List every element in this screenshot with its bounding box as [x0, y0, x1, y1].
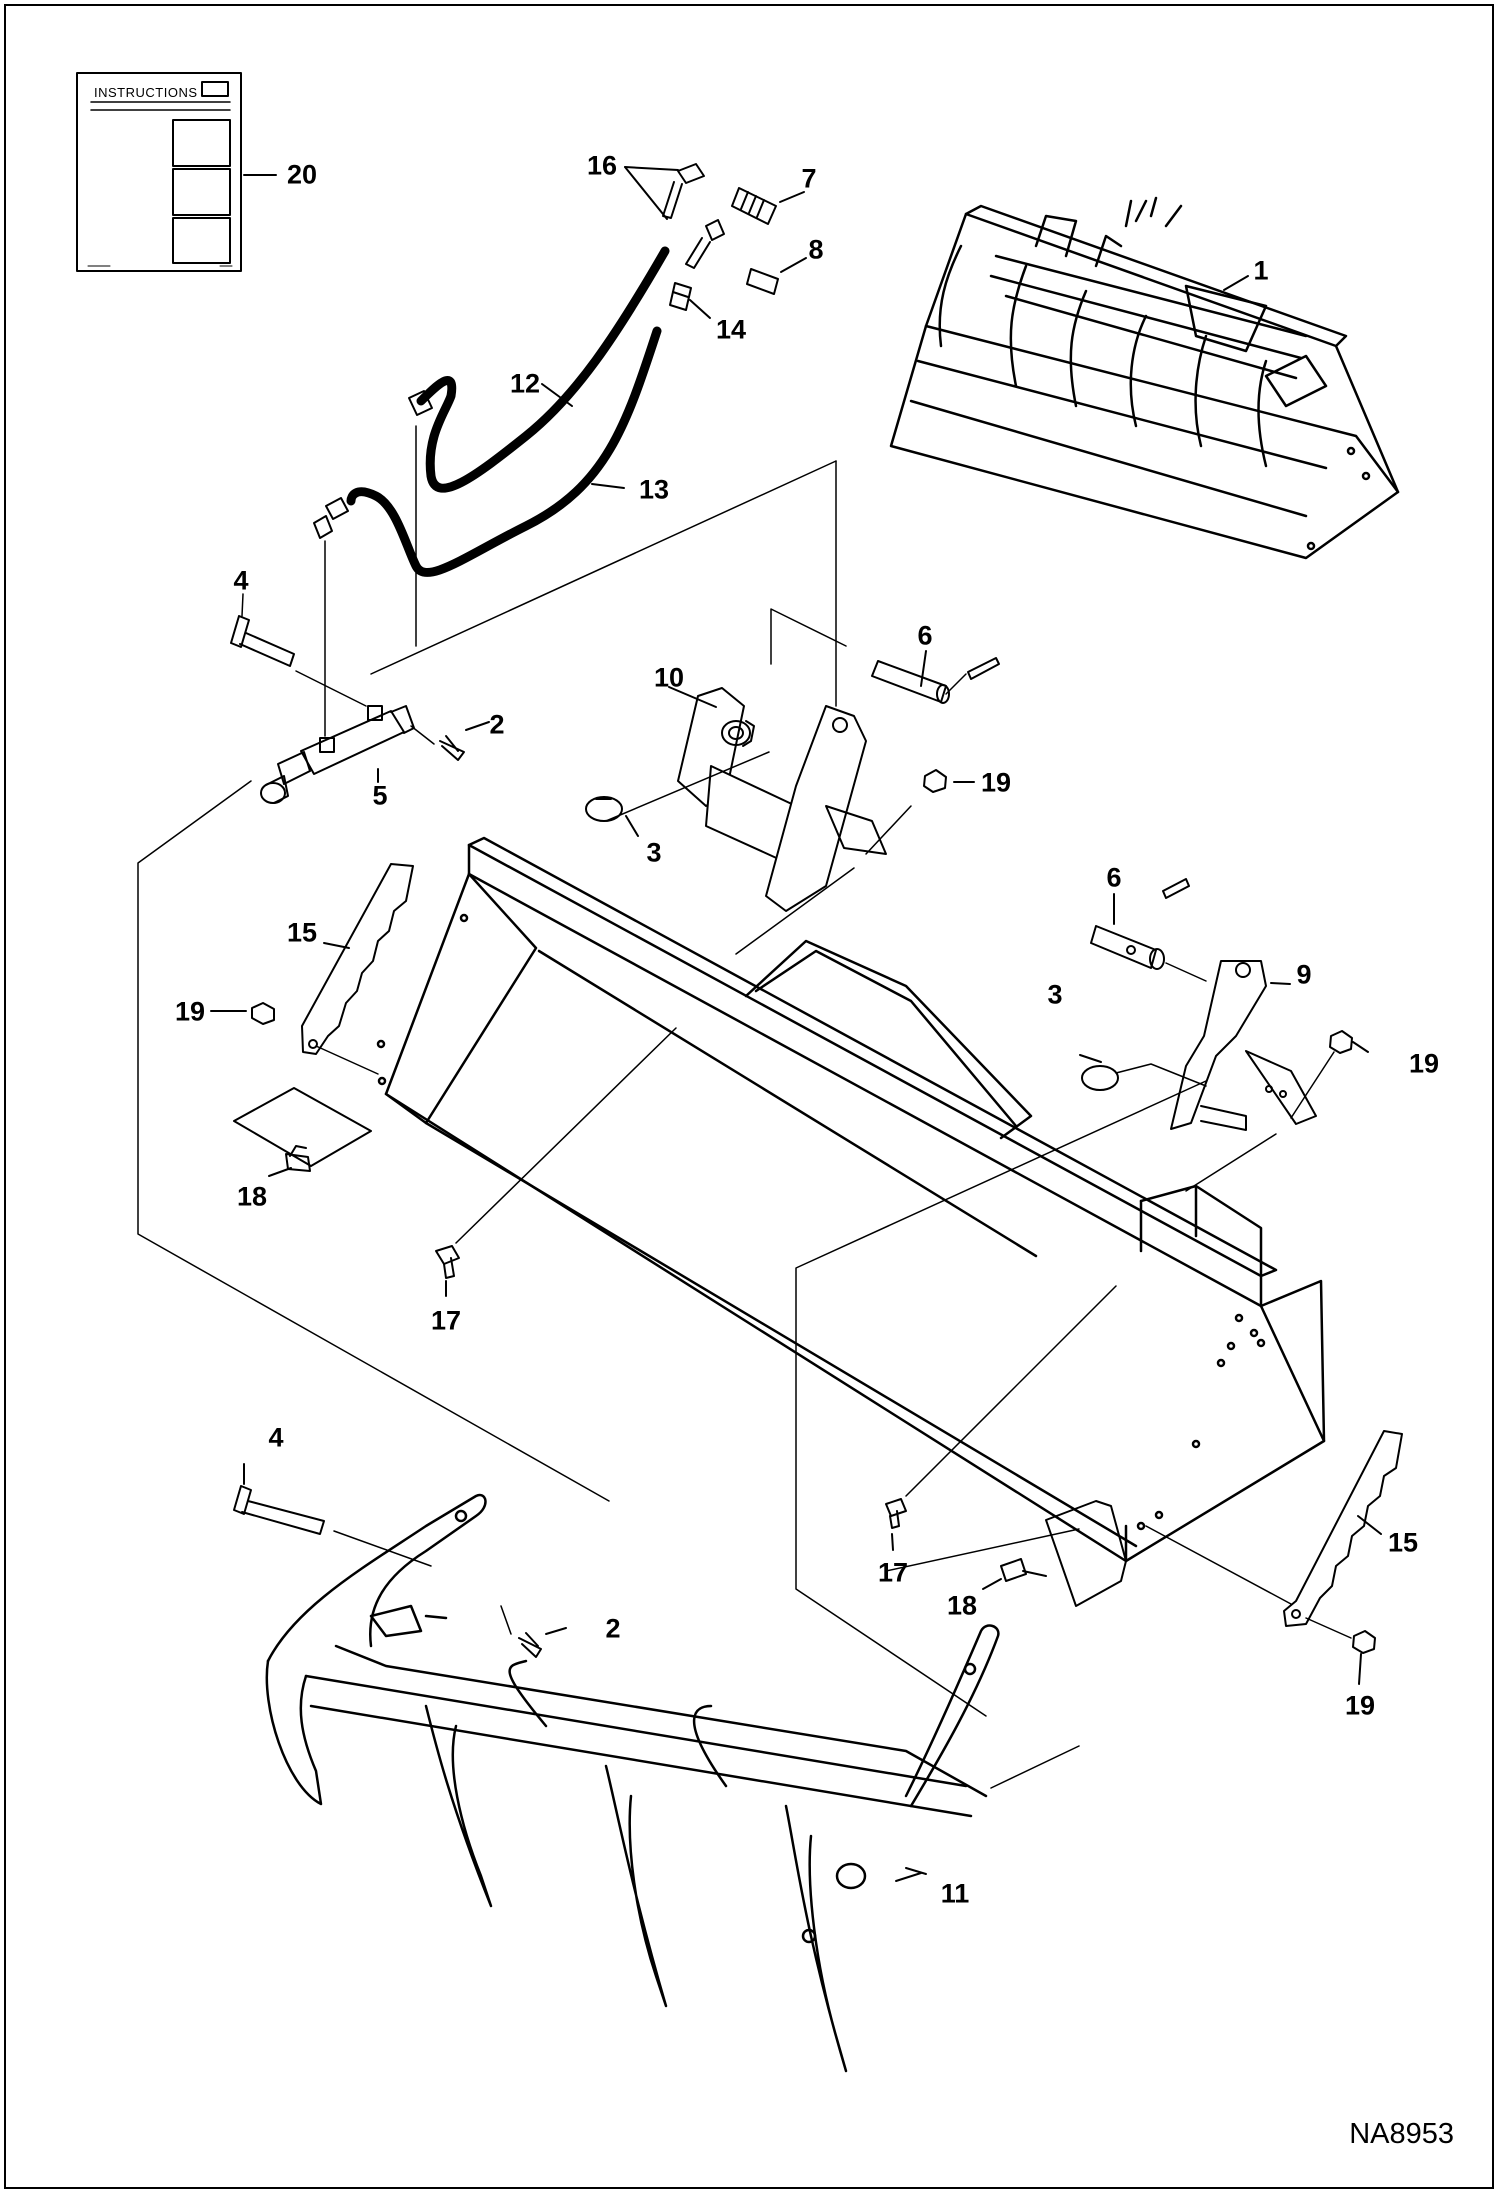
- pin-6-top: [871, 657, 1000, 704]
- leader-line-11: [905, 1867, 927, 1875]
- clip-pin-2-top: [439, 735, 465, 761]
- main-bucket: [376, 836, 1326, 1563]
- hydraulic-hose-12: [416, 246, 670, 493]
- callout-4-bottom: 4: [268, 1422, 284, 1453]
- lynch-ring-3-right: [1081, 1065, 1119, 1091]
- guide-lines-10: [605, 608, 912, 955]
- callout-9: 9: [1296, 959, 1312, 990]
- leader-line-13: [591, 483, 625, 489]
- grab-bar-15-left: [301, 863, 414, 1055]
- pin-4-bottom: [233, 1485, 325, 1535]
- callout-3-right: 3: [1047, 979, 1063, 1010]
- callout-3-top: 3: [646, 837, 662, 868]
- callout-14: 14: [715, 314, 747, 345]
- leader-line-15-left: [323, 942, 350, 949]
- callout-1: 1: [1253, 255, 1269, 286]
- callout-17-right: 17: [877, 1557, 909, 1588]
- bolt-18-right: [1000, 1558, 1047, 1582]
- mount-bracket-9: [1170, 960, 1317, 1131]
- leader-lines-16-7-8-14: [624, 166, 807, 319]
- callout-20: 20: [286, 159, 318, 190]
- callout-4-top: 4: [233, 565, 249, 596]
- hydraulic-hose-13: [346, 326, 662, 577]
- nut-19-right: [1329, 1030, 1353, 1054]
- assembly-guide-lines: [137, 460, 1080, 1789]
- callout-15-right: 15: [1387, 1527, 1419, 1558]
- bolt-17-right: [885, 1498, 907, 1529]
- instructions-manual-icon: [76, 72, 242, 272]
- leader-line-1: [1223, 275, 1249, 291]
- bolt-18-left: [285, 1145, 311, 1172]
- callout-19-right: 19: [1408, 1048, 1440, 1079]
- callout-2-bottom: 2: [605, 1613, 621, 1644]
- pin-6-right: [1090, 878, 1190, 970]
- hydraulic-cylinder: [260, 705, 415, 804]
- callout-6-top: 6: [917, 620, 933, 651]
- nut-19-top: [923, 769, 947, 793]
- callout-13: 13: [638, 474, 670, 505]
- callout-19-bottom: 19: [1344, 1690, 1376, 1721]
- callout-5: 5: [372, 780, 388, 811]
- clip-pin-2-bottom: [518, 1632, 542, 1658]
- grab-bar-15-right: [1283, 1430, 1403, 1627]
- instructions-title: INSTRUCTIONS: [94, 85, 198, 100]
- plate-18-left: [233, 1087, 372, 1167]
- callout-11: 11: [940, 1878, 970, 1909]
- lynch-ring-3-top: [585, 796, 623, 822]
- callout-19-left: 19: [174, 996, 206, 1027]
- callout-18-left: 18: [236, 1181, 268, 1212]
- callout-12: 12: [509, 368, 541, 399]
- exploded-view-drawing: [76, 72, 1403, 2073]
- leader-line-10: [668, 686, 717, 708]
- nut-19-bottom-right: [1352, 1630, 1376, 1654]
- pin-4-top: [230, 615, 295, 667]
- mount-bracket-10: [677, 687, 887, 912]
- leader-line-15-right: [1357, 1515, 1382, 1535]
- hydraulic-fittings: [662, 163, 779, 311]
- drawing-number: NA8953: [1349, 2118, 1454, 2150]
- callout-17-left: 17: [430, 1305, 462, 1336]
- bolt-17-left: [435, 1245, 460, 1279]
- parts-diagram-sheet: INSTRUCTIONS 20 1 16 7 8 14 12 13 4 6 10…: [4, 4, 1494, 2189]
- callout-15-left: 15: [286, 917, 318, 948]
- assembled-grapple-bucket: [889, 196, 1400, 560]
- callout-16: 16: [586, 150, 618, 181]
- callout-10: 10: [653, 662, 685, 693]
- callout-7: 7: [801, 163, 817, 194]
- callout-2-top: 2: [489, 709, 505, 740]
- plate-18-right: [1045, 1500, 1127, 1607]
- grapple-11: [265, 1493, 1000, 2073]
- callout-6-right: 6: [1106, 862, 1122, 893]
- callout-18-right: 18: [946, 1590, 978, 1621]
- leader-line-12: [541, 383, 573, 407]
- hose-end-fittings: [313, 390, 433, 539]
- callout-8: 8: [808, 234, 824, 265]
- callout-19-top: 19: [980, 767, 1012, 798]
- nut-19-left: [251, 1002, 275, 1025]
